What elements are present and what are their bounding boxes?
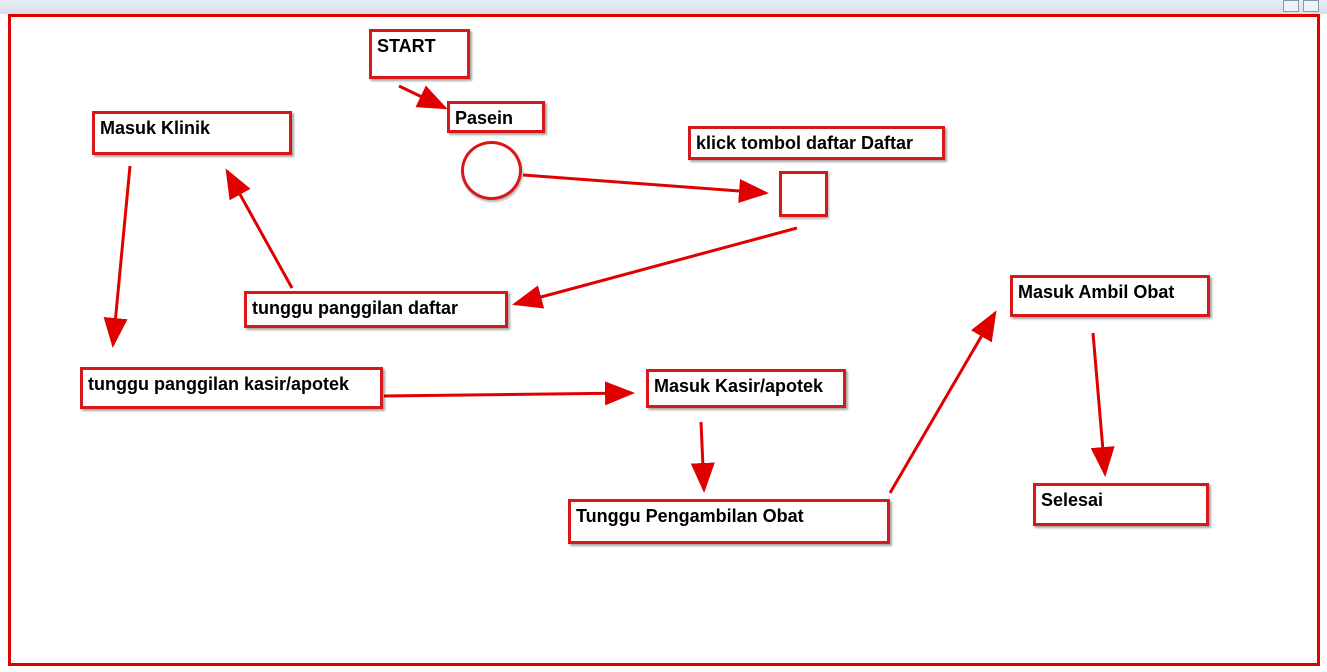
node-masuk-klinik: Masuk Klinik (92, 111, 292, 155)
node-selesai: Selesai (1033, 483, 1209, 526)
node-tunggu-panggilan-kasir: tunggu panggilan kasir/apotek (80, 367, 383, 409)
node-pasein: Pasein (447, 101, 545, 133)
node-masuk-kasir: Masuk Kasir/apotek (646, 369, 846, 408)
minimize-button[interactable] (1283, 0, 1299, 12)
restore-button[interactable] (1303, 0, 1319, 12)
window-title-bar (0, 0, 1327, 14)
node-tunggu-panggilan-daftar: tunggu panggilan daftar (244, 291, 508, 328)
node-masuk-ambil-obat: Masuk Ambil Obat (1010, 275, 1210, 317)
start-circle-shape (461, 141, 522, 200)
node-start: START (369, 29, 470, 79)
node-tunggu-pengambilan-obat: Tunggu Pengambilan Obat (568, 499, 890, 544)
decision-square-shape (779, 171, 828, 217)
window-controls (1257, 0, 1327, 14)
node-klick-tombol-daftar: klick tombol daftar Daftar (688, 126, 945, 160)
